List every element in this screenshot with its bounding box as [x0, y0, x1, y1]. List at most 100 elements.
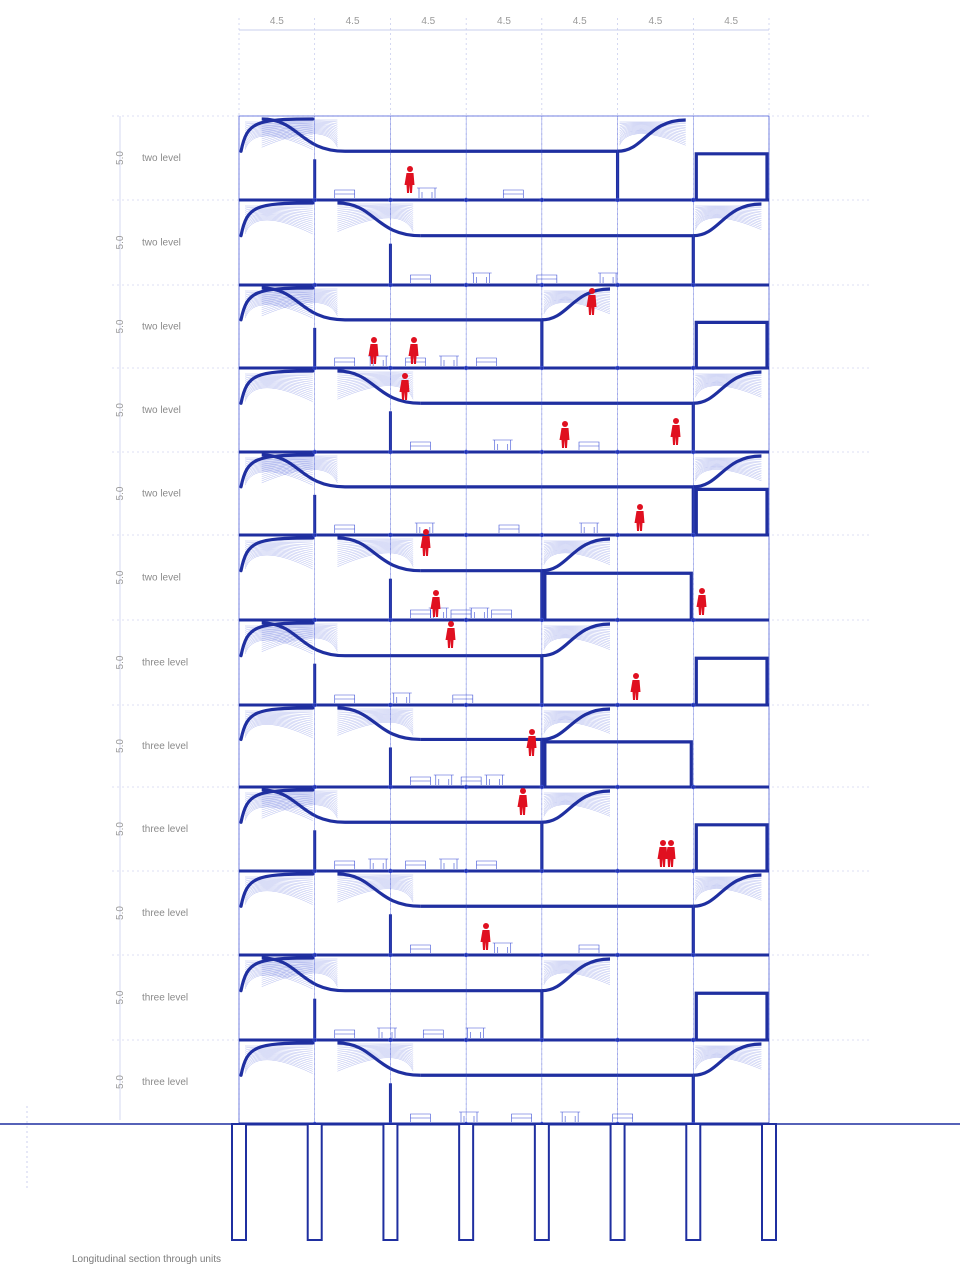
- floor-band-11: [239, 955, 769, 1043]
- hatch-line: [337, 373, 414, 377]
- hatch-line: [261, 290, 338, 294]
- ceiling-hatching: [261, 288, 338, 317]
- hatch-line: [261, 967, 338, 977]
- hatch-line: [695, 1056, 762, 1068]
- hatch-line: [695, 378, 762, 384]
- hatch-line: [337, 715, 414, 722]
- floor-band-12: [239, 1040, 769, 1127]
- hatch-line: [337, 381, 414, 392]
- hatch-line: [543, 301, 611, 313]
- room-shell: [420, 904, 695, 955]
- side-unit: [694, 320, 769, 368]
- hatch-line: [619, 132, 686, 144]
- hatch-line: [619, 123, 686, 126]
- hatch-line: [261, 127, 338, 135]
- figure-body: [657, 847, 668, 867]
- sofa: [334, 189, 356, 198]
- hatch-line: [695, 463, 762, 469]
- hatch-line: [543, 798, 611, 804]
- hatch-line: [337, 540, 414, 544]
- floor-height-label: 5.0: [115, 486, 126, 500]
- bay-width-label: 4.5: [346, 16, 360, 27]
- hatch-line: [261, 966, 338, 975]
- hatch-line: [337, 1054, 414, 1066]
- figure-body: [517, 795, 528, 815]
- hatch-line: [695, 1046, 762, 1048]
- hatch-line: [244, 1057, 313, 1070]
- hatch-line: [244, 721, 313, 732]
- hatch-line: [695, 1050, 762, 1056]
- hatch-line: [543, 552, 611, 565]
- hatch-line: [337, 881, 414, 888]
- hatch-line: [261, 458, 338, 463]
- hatch-line: [543, 295, 611, 300]
- dining-table: [459, 1111, 479, 1122]
- bay-width-label: 4.5: [648, 16, 662, 27]
- hatch-line: [244, 1055, 313, 1066]
- hatch-line: [261, 121, 338, 125]
- hatch-line: [695, 385, 762, 398]
- hatch-line: [244, 468, 313, 480]
- side-unit: [694, 991, 769, 1040]
- hatch-line: [543, 299, 611, 309]
- hatch-line: [337, 1053, 414, 1064]
- figure-head: [407, 166, 413, 172]
- person-figure: [480, 923, 491, 950]
- hatch-line: [244, 553, 313, 568]
- curved-roof: [541, 537, 611, 573]
- hatch-line: [261, 636, 338, 650]
- hatch-line: [695, 882, 762, 888]
- figure-body: [430, 597, 441, 617]
- person-figure: [445, 621, 456, 648]
- hatch-line: [543, 542, 611, 545]
- hatch-line: [543, 296, 611, 302]
- hatch-line: [543, 802, 611, 813]
- hatch-line: [261, 971, 338, 985]
- hatch-line: [543, 801, 611, 812]
- hatch-line: [337, 208, 414, 213]
- hatch-line: [244, 713, 313, 718]
- hatch-line: [337, 716, 414, 726]
- hatch-line: [337, 718, 414, 730]
- hatch-line: [543, 543, 611, 547]
- hatch-line: [337, 377, 414, 383]
- hatch-line: [244, 554, 313, 570]
- figure-body: [670, 425, 681, 445]
- unit-type-label: two level: [142, 405, 181, 416]
- hatch-line: [695, 209, 762, 214]
- ceiling-hatching: [337, 874, 414, 903]
- hatch-line: [244, 295, 313, 300]
- figure-body: [420, 536, 431, 556]
- hatch-line: [695, 881, 762, 887]
- hatch-line: [244, 1050, 313, 1055]
- hatch-line: [695, 377, 762, 382]
- hatch-line: [261, 631, 338, 640]
- hatch-line: [695, 464, 762, 473]
- roof-hatching: [543, 792, 611, 817]
- curved-ceiling: [337, 369, 421, 405]
- figure-body: [368, 344, 379, 364]
- hatch-line: [337, 214, 414, 226]
- grid-lines: [26, 18, 870, 1190]
- dining-table: [439, 355, 459, 366]
- hatch-line: [695, 883, 762, 890]
- human-figures: [368, 166, 707, 950]
- side-unit: [694, 152, 769, 200]
- hatch-line: [695, 469, 762, 482]
- hatch-line: [244, 132, 313, 144]
- hatch-line: [261, 797, 338, 804]
- hatch-line: [244, 804, 313, 817]
- hatch-line: [261, 629, 338, 635]
- hatch-line: [244, 549, 313, 559]
- unit-type-label: two level: [142, 238, 181, 249]
- hatch-line: [261, 800, 338, 811]
- figure-head: [637, 504, 643, 510]
- hatch-line: [543, 970, 611, 982]
- hatch-line: [619, 124, 686, 128]
- hatch-line: [244, 1056, 313, 1068]
- hatch-line: [244, 219, 313, 235]
- figure-body: [445, 628, 456, 648]
- hatch-line: [244, 971, 313, 983]
- curved-roof: [541, 957, 611, 993]
- floor-band-3: [239, 285, 769, 371]
